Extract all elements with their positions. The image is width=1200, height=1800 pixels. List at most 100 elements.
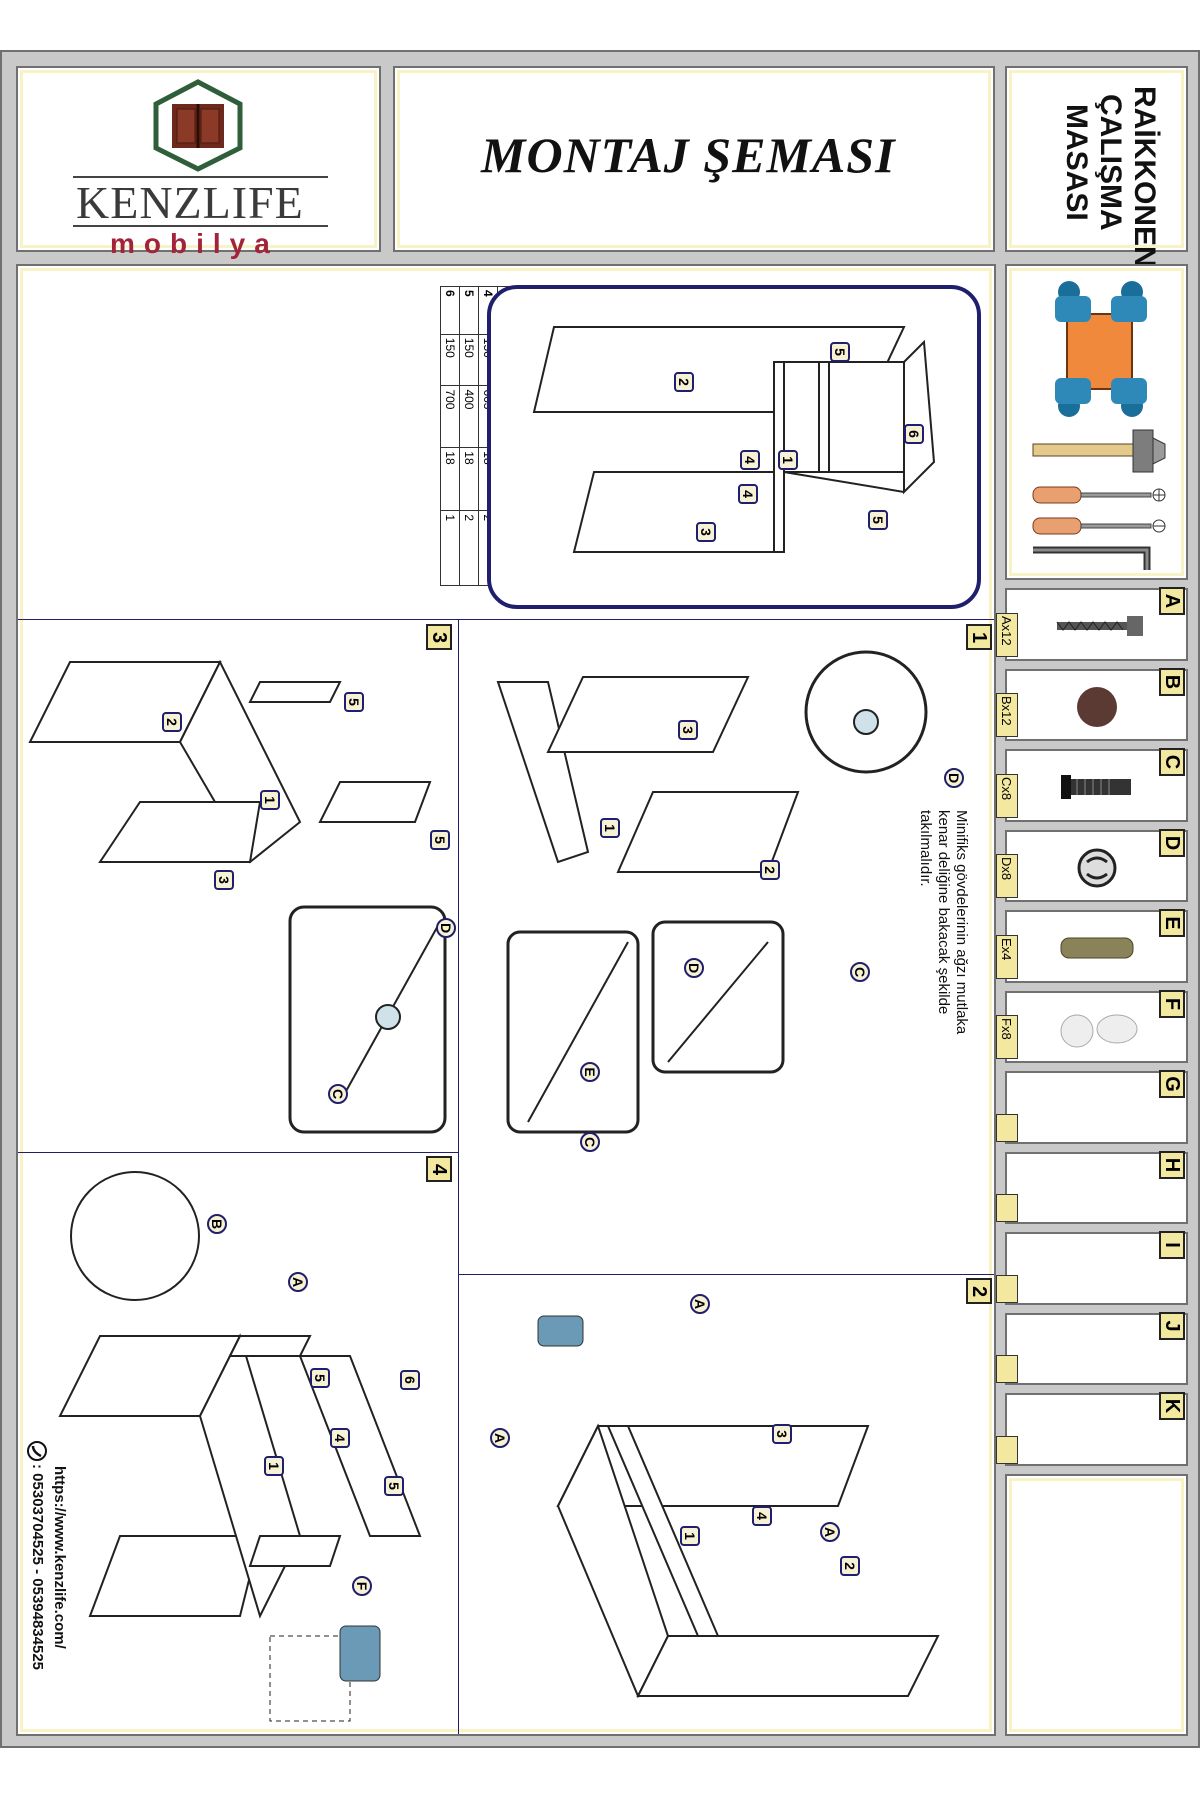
assembly-overview	[487, 285, 981, 609]
hardware-letter: I	[1161, 1242, 1184, 1248]
cam-lock-icon	[1077, 848, 1117, 888]
hardware-quantity-tag	[996, 1274, 1018, 1303]
hardware-item-e: E	[1005, 909, 1188, 983]
part-callout: D	[436, 918, 456, 938]
product-name-box: RAİKKONEN ÇALIŞMA MASASI	[1005, 66, 1188, 268]
table-cell: 18	[459, 447, 479, 511]
part-callout: 4	[740, 450, 760, 470]
hardware-quantity: Bx12	[999, 696, 1014, 726]
part-callout: 3	[696, 522, 716, 542]
hardware-quantity-tag	[996, 1355, 1018, 1383]
part-callout: 5	[830, 342, 850, 362]
hardware-letter: A	[1161, 593, 1184, 609]
hardware-quantity: Cx8	[999, 776, 1014, 800]
hardware-letter: B	[1161, 674, 1184, 689]
step-number-2: 2	[966, 1278, 992, 1304]
part-callout: 3	[772, 1424, 792, 1444]
table-cell: 5	[459, 286, 479, 335]
step-number-4: 4	[426, 1156, 452, 1182]
step-1-drawing	[496, 650, 928, 1134]
cap-icon	[1077, 686, 1117, 727]
part-callout: 6	[904, 424, 924, 444]
hammer-icon	[1032, 429, 1166, 473]
hardware-letter: G	[1161, 1076, 1184, 1092]
part-callout: F	[352, 1576, 372, 1596]
part-callout: 5	[310, 1368, 330, 1388]
hardware-item-a: A	[1005, 587, 1188, 661]
part-callout: 3	[678, 720, 698, 740]
hardware-blank-box	[1005, 1473, 1188, 1736]
drawing-area: Montaj Parçaları (mm)NOENBOYKAL.ADET1400…	[16, 264, 996, 1736]
hardware-item-d: D	[1005, 828, 1188, 902]
step-3-drawing	[28, 659, 447, 1134]
part-callout: 2	[840, 1556, 860, 1576]
part-callout: A	[490, 1428, 510, 1448]
hardware-letter: J	[1161, 1319, 1184, 1332]
part-callout: 1	[260, 790, 280, 810]
part-callout: 4	[738, 484, 758, 504]
part-callout: A	[690, 1294, 710, 1314]
phone-icon	[27, 1441, 47, 1461]
hardware-quantity: Ax12	[999, 615, 1014, 646]
part-callout: 5	[344, 692, 364, 712]
part-callout: C	[850, 962, 870, 982]
part-callout: 2	[162, 712, 182, 732]
hardware-quantity-tag: Fx8	[996, 1015, 1018, 1059]
part-callout: 3	[214, 870, 234, 890]
product-line-2: ÇALIŞMA	[1094, 94, 1127, 231]
part-callout: B	[207, 1214, 227, 1234]
hardware-item-i: I	[1005, 1231, 1188, 1305]
hardware-quantity: Dx8	[999, 857, 1014, 881]
part-callout: 1	[778, 450, 798, 470]
brand-subtitle: mobilya	[110, 228, 279, 259]
hardware-item-j: J	[1005, 1311, 1188, 1385]
part-callout: 1	[680, 1526, 700, 1546]
table-cell: 700	[440, 385, 460, 448]
workers-illustration-icon	[1055, 281, 1147, 417]
hardware-letter: E	[1161, 916, 1184, 930]
part-callout: 5	[868, 510, 888, 530]
hardware-item-k: K	[1005, 1392, 1188, 1466]
part-callout: C	[580, 1132, 600, 1152]
part-callout: 2	[674, 372, 694, 392]
part-callout: 4	[330, 1428, 350, 1448]
part-callout: A	[288, 1272, 308, 1292]
part-callout: 1	[264, 1456, 284, 1476]
part-callout: D	[684, 958, 704, 978]
glide-icon	[1060, 1014, 1138, 1048]
hardware-item-g: G	[1005, 1070, 1188, 1144]
phone-numbers: : 05303704525 - 05394834525	[29, 1464, 46, 1671]
dowel-icon	[1060, 937, 1134, 959]
allen-key-icon	[1033, 546, 1151, 570]
table-cell: 2	[459, 510, 479, 586]
brand-name: KENZLIFE	[76, 177, 304, 228]
part-callout: 4	[752, 1506, 772, 1526]
part-callout: 1	[600, 818, 620, 838]
hardware-quantity-tag	[996, 1113, 1018, 1142]
part-callout: 5	[384, 1476, 404, 1496]
part-callout: 6	[400, 1370, 420, 1390]
part-callout: A	[820, 1522, 840, 1542]
table-cell: 150	[440, 334, 460, 386]
part-callout: D	[944, 768, 964, 788]
bolt-icon	[1061, 775, 1131, 800]
logo-box: KENZLIFE mobilya	[16, 66, 381, 259]
table-cell: 1	[440, 510, 460, 586]
hardware-item-b: B	[1005, 667, 1188, 741]
table-cell: 6	[440, 286, 460, 335]
hardware-letter: H	[1161, 1157, 1184, 1172]
hardware-letter: C	[1161, 754, 1184, 770]
table-cell: 150	[459, 334, 479, 386]
title-box: MONTAJ ŞEMASI	[393, 66, 995, 252]
step-2-drawing	[537, 1315, 940, 1699]
hardware-quantity-tag: Bx12	[996, 693, 1018, 737]
product-line-1: RAİKKONEN	[1128, 86, 1161, 268]
page-title: MONTAJ ŞEMASI	[481, 127, 896, 183]
part-callout: 2	[760, 860, 780, 880]
part-callout: C	[328, 1084, 348, 1104]
product-line-3: MASASI	[1060, 104, 1093, 221]
hardware-quantity: Ex4	[999, 937, 1014, 960]
website-url: https://www.kenzlife.com/	[51, 1466, 68, 1649]
hardware-letter: D	[1161, 835, 1184, 850]
